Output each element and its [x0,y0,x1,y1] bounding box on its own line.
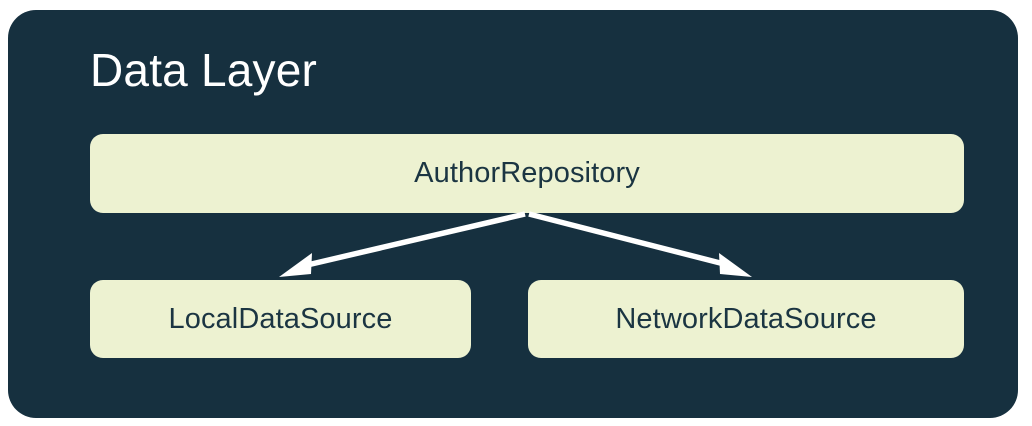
page-title: Data Layer [90,44,318,96]
node-network-data-source[interactable]: NetworkDataSource [528,280,964,358]
node-local-data-source[interactable]: LocalDataSource [90,280,471,358]
node-label-local-data-source: LocalDataSource [168,302,393,335]
node-author-repository[interactable]: AuthorRepository [90,134,964,213]
node-label-network-data-source: NetworkDataSource [615,302,877,335]
node-label-author-repository: AuthorRepository [414,157,640,189]
